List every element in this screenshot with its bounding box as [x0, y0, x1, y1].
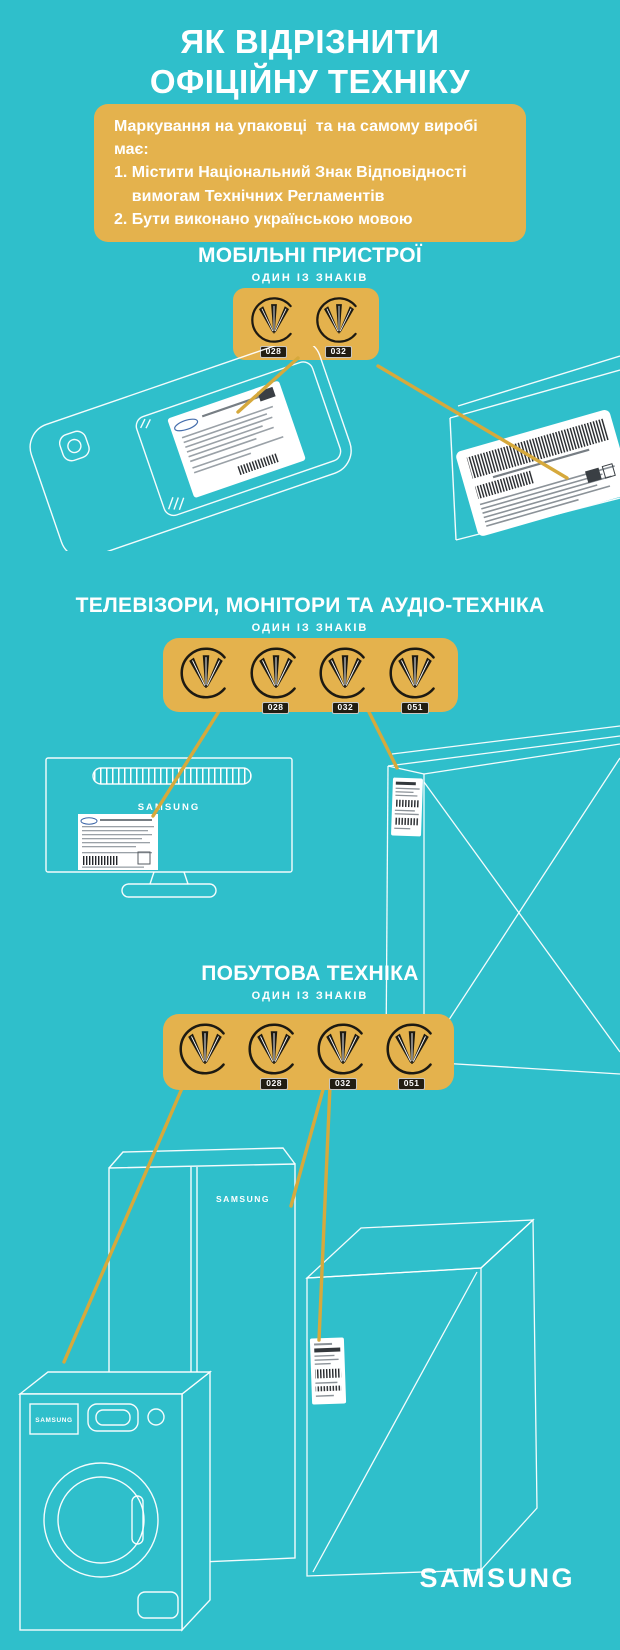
mark-code-badge: 051: [401, 702, 429, 714]
conformity-mark-icon: [317, 1023, 363, 1075]
mark-cell: 032: [315, 1021, 371, 1090]
marks-panel-mobile: 028 032: [233, 288, 379, 360]
samsung-logo: SAMSUNG: [419, 1563, 575, 1593]
conformity-mark-icon: [386, 1023, 432, 1075]
door-handle: [131, 1495, 144, 1545]
section-mobile-header: МОБІЛЬНІ ПРИСТРОЇ ОДИН ІЗ ЗНАКІВ: [0, 244, 620, 284]
mark-cell: 051: [384, 1021, 440, 1090]
eac-mark-icon: [585, 467, 602, 484]
tv-box-illustration: [385, 725, 620, 1075]
service-panel: [137, 1591, 179, 1619]
mark-cell: 028: [248, 645, 304, 714]
section-title: ТЕЛЕВІЗОРИ, МОНІТОРИ ТА АУДІО-ТЕХНІКА: [75, 594, 545, 617]
mark-code-badge: 032: [329, 1078, 357, 1090]
conformity-mark-icon: [248, 1023, 294, 1075]
mark-cell: 051: [387, 645, 443, 714]
section-appliances-header: ПОБУТОВА ТЕХНІКА ОДИН ІЗ ЗНАКІВ: [0, 962, 620, 1002]
marks-panel-tv: 028 032 051: [163, 638, 458, 714]
conformity-mark-icon: [319, 647, 366, 699]
phone-box-illustration: [449, 355, 620, 541]
section-subtitle: ОДИН ІЗ ЗНАКІВ: [251, 990, 369, 1002]
tv-illustration: SAMSUNG: [45, 757, 293, 898]
washer-brand-plate: [29, 1403, 79, 1435]
camera-icon: [58, 430, 90, 462]
program-knob: [147, 1408, 165, 1426]
mark-code-badge: 051: [397, 1078, 426, 1090]
mark-cell: 028: [246, 1021, 302, 1090]
brand-label: SAMSUNG: [35, 1417, 72, 1424]
page-title: ЯК ВІДРІЗНИТИ ОФІЦІЙНУ ТЕХНІКУ: [149, 23, 471, 101]
tv-stand: [121, 883, 217, 898]
mark-cell: [178, 645, 234, 701]
section-subtitle: ОДИН ІЗ ЗНАКІВ: [251, 622, 369, 634]
appliance-box-illustration: [305, 1218, 538, 1577]
mark-cell: 032: [317, 645, 373, 714]
intro-card: Маркування на упаковці та на самому виро…: [94, 104, 526, 242]
section-subtitle: ОДИН ІЗ ЗНАКІВ: [251, 272, 369, 284]
washer-door: [43, 1462, 159, 1578]
brand-label: SAMSUNG: [216, 1194, 270, 1204]
mark-code-badge: 028: [260, 1078, 288, 1090]
brand-label: SAMSUNG: [138, 802, 201, 813]
mark-code-badge: 028: [261, 702, 290, 714]
conformity-mark-icon: [180, 647, 226, 699]
washer-illustration: SAMSUNG: [17, 1370, 213, 1632]
conformity-mark-icon: [179, 1023, 226, 1075]
section-tv-header: ТЕЛЕВІЗОРИ, МОНІТОРИ ТА АУДІО-ТЕХНІКА ОД…: [0, 594, 620, 634]
marks-panel-appliances: 028 032 051: [163, 1014, 454, 1090]
conformity-mark-icon: [389, 647, 435, 699]
section-title: ПОБУТОВА ТЕХНІКА: [201, 962, 419, 985]
phone-illustration: [29, 346, 352, 551]
mark-code-badge: 032: [331, 702, 360, 714]
mark-cell: [177, 1021, 233, 1077]
section-title: МОБІЛЬНІ ПРИСТРОЇ: [197, 244, 423, 267]
mark-cell: 032: [314, 295, 364, 358]
recycle-mark-icon: [601, 463, 616, 479]
qr-code-icon: [137, 851, 151, 865]
conformity-mark-icon: [250, 647, 296, 699]
mark-code-badge: 032: [324, 346, 353, 358]
detergent-drawer: [87, 1403, 139, 1432]
